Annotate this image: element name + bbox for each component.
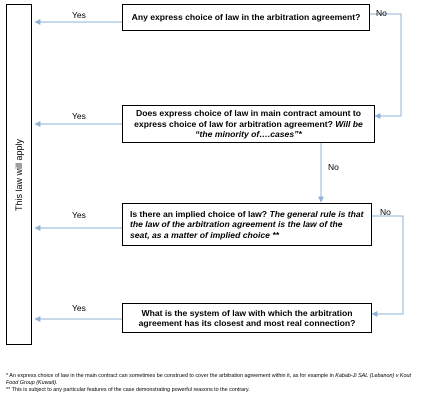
question-4-text: What is the system of law with which the…: [138, 307, 356, 328]
question-box-3: Is there an implied choice of law? The g…: [122, 203, 372, 246]
footnote-1: * An express choice of law in the main c…: [6, 373, 412, 387]
footnote-2: ** This is subject to any particular fea…: [6, 387, 250, 394]
outcome-box: This law will apply: [6, 4, 32, 345]
footnotes: * An express choice of law in the main c…: [6, 373, 420, 394]
yes-label-3: Yes: [72, 210, 86, 220]
question-1-text: Any express choice of law in the arbitra…: [131, 12, 361, 23]
no-label-1: No: [376, 8, 387, 18]
question-box-1: Any express choice of law in the arbitra…: [122, 4, 370, 31]
no-path-1: [370, 13, 402, 119]
question-3-text: Is there an implied choice of law? The g…: [130, 208, 364, 240]
outcome-label: This law will apply: [14, 138, 24, 211]
question-2-text: Does express choice of law in main contr…: [134, 108, 363, 140]
question-box-4: What is the system of law with which the…: [122, 303, 372, 333]
question-box-2: Does express choice of law in main contr…: [122, 105, 375, 143]
no-label-3: No: [380, 207, 391, 217]
yes-label-4: Yes: [72, 303, 86, 313]
no-path-3: [371, 215, 404, 317]
no-label-2: No: [328, 162, 339, 172]
yes-label-2: Yes: [72, 111, 86, 121]
yes-label-1: Yes: [72, 10, 86, 20]
